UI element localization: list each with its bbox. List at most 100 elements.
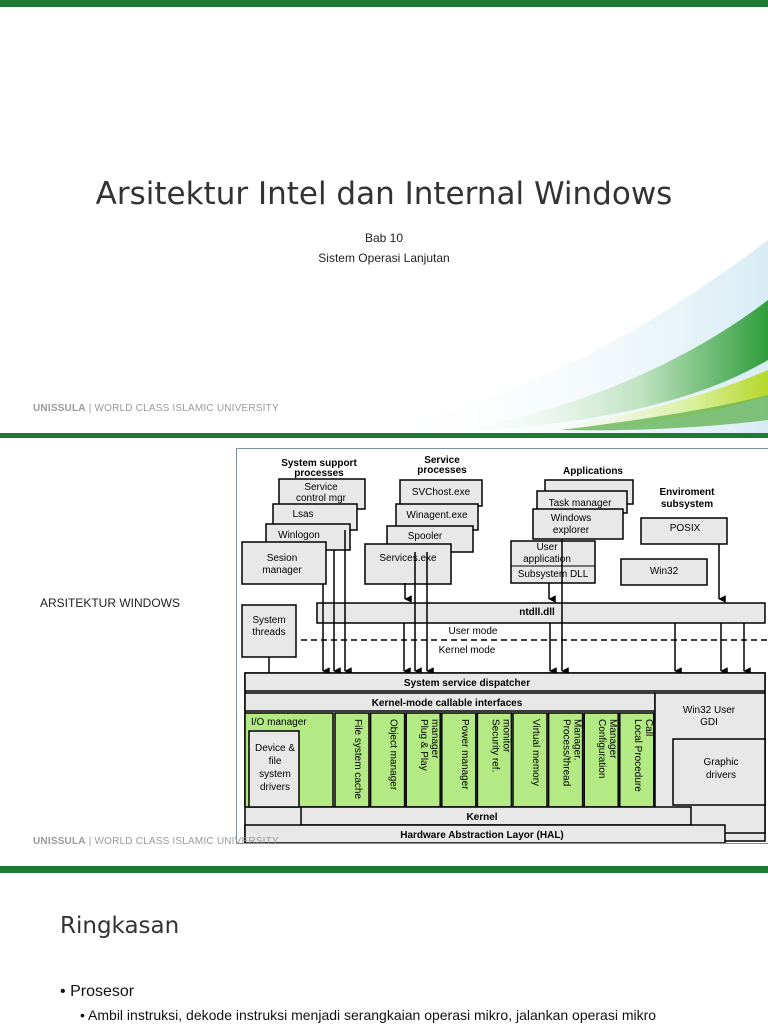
bullet-marker: • [60,983,66,1000]
svg-text:Hardware Abstraction Layor (HA: Hardware Abstraction Layor (HAL) [400,830,564,841]
svg-text:Kernel: Kernel [466,812,497,823]
svg-text:Win32 User: Win32 User [683,705,736,716]
box-services: Services.exe [364,543,452,585]
svg-text:manager: manager [262,565,302,576]
executive-column-label: Security ref. [489,719,500,772]
executive-column: Object manager [369,712,406,808]
box-svchost: SVChost.exe [399,479,483,507]
footer-tagline-2: | WORLD CLASS ISLAMIC UNIVERSITY [85,836,279,847]
svg-text:Win32: Win32 [650,566,679,577]
diagram-canvas: System support processes Service process… [241,455,768,843]
box-win32: Win32 [620,558,708,586]
bullet-instruction-cycle: • Ambil instruksi, dekode instruksi menj… [80,1007,656,1023]
executive-column-label: Object manager [388,719,399,791]
svg-text:SVChost.exe: SVChost.exe [412,487,471,498]
heading-system-support: System support [281,458,357,469]
box-posix: POSIX [640,517,728,545]
windows-architecture-diagram: System support processes Service process… [236,448,768,844]
footer-brand: UNISSULA [33,403,86,414]
box-ntdll: ntdll.dll [316,602,766,624]
executive-column-box [441,712,477,808]
executive-column: Security ref.monitor [476,712,513,808]
svg-text:System: System [252,615,285,626]
executive-column-label: monitor [500,719,511,753]
svg-text:User: User [536,542,558,553]
executive-column-label: Local Procedure [632,719,643,792]
executive-column: File system cache [334,712,370,808]
heading-environment: Enviroment [659,487,715,498]
svg-text:drivers: drivers [706,770,736,781]
subtitle-chapter: Bab 10 [364,231,404,245]
executive-column-box [405,712,441,808]
svg-text:Task manager: Task manager [549,498,612,509]
svg-text:System service dispatcher: System service dispatcher [404,678,530,689]
svg-text:system: system [259,769,291,780]
svg-text:threads: threads [252,627,285,638]
bullet-prosesor-text: Prosesor [70,983,135,1000]
slide-label: ARSITEKTUR WINDOWS [40,596,180,610]
box-system-service-dispatcher: System service dispatcher [244,672,766,692]
slide-divider-2 [0,866,768,873]
bullet-marker-2: • [80,1007,85,1023]
heading-service-2: processes [417,465,467,476]
box-user-application: User application Subsystem DLL [510,540,596,584]
svg-text:ntdll.dll: ntdll.dll [519,607,555,618]
arrows-to-dispatcher [268,530,751,689]
box-kernel-mode-callable-interfaces: Kernel-mode callable interfaces [244,692,656,712]
box-hal: Hardware Abstraction Layor (HAL) [244,824,726,843]
executive-column-box [619,712,655,808]
svg-text:Lsas: Lsas [292,509,313,520]
user-mode-label: User mode [449,626,498,637]
executive-column-label: Call [643,719,654,736]
arrows-to-ntdll [404,544,726,603]
bullet-instruction-cycle-text: Ambil instruksi, dekode instruksi menjad… [88,1007,657,1023]
executive-column-label: File system cache [352,719,363,799]
subtitle-course: Sistem Operasi Lanjutan [318,251,450,265]
svg-text:Spooler: Spooler [408,531,443,542]
svg-text:Graphic: Graphic [703,757,738,768]
executive-column-label: Manager [607,719,618,759]
svg-text:drivers: drivers [260,782,290,793]
svg-text:I/O manager: I/O manager [251,717,307,728]
executive-column: Power manager [441,712,477,808]
svg-text:application: application [523,554,571,565]
svg-text:Device &: Device & [255,743,295,754]
svg-text:Subsystem DLL: Subsystem DLL [518,569,589,580]
executive-column-box [583,712,619,808]
slide-footer-2: UNISSULA | WORLD CLASS ISLAMIC UNIVERSIT… [33,836,279,847]
heading-service: Service [424,455,460,466]
green-swoosh-decoration [380,240,768,438]
executive-column-label: Virtual memory [530,719,541,786]
executive-column-label: manager [429,719,440,759]
svg-text:Windows: Windows [551,513,592,524]
footer-tagline: | WORLD CLASS ISLAMIC UNIVERSITY [85,403,279,414]
executive-column: Virtual memory [512,712,548,808]
executive-column-label: Power manager [459,719,470,790]
box-device-file-system-drivers: Device & file system drivers [248,730,300,808]
svg-text:Winlogon: Winlogon [278,530,320,541]
heading-system-support-2: processes [294,468,344,479]
box-graphic-drivers: Graphic drivers [672,738,766,806]
executive-column-label: Configuration [596,719,607,778]
kernel-mode-label: Kernel mode [439,645,496,656]
svg-text:control mgr: control mgr [296,493,347,504]
heading-environment-2: subsystem [661,499,713,510]
slide-architecture: ARSITEKTUR WINDOWS System support proces… [0,438,768,870]
executive-column-label: Manager. [572,719,583,761]
heading-applications: Applications [563,466,623,477]
svg-text:Winagent.exe: Winagent.exe [406,510,468,521]
svg-text:POSIX: POSIX [670,523,701,534]
slide-title: Arsitektur Intel dan Internal Windows Ba… [0,0,768,438]
bullet-prosesor: • Prosesor [60,983,134,1001]
box-kernel: Kernel [300,806,692,826]
executive-column-box [512,712,548,808]
top-accent-bar [0,0,768,7]
summary-title: Ringkasan [60,913,180,939]
box-system-threads: System threads [241,604,297,658]
executive-column-label: Plug & Play [418,719,429,771]
slide-divider-1 [0,433,768,440]
